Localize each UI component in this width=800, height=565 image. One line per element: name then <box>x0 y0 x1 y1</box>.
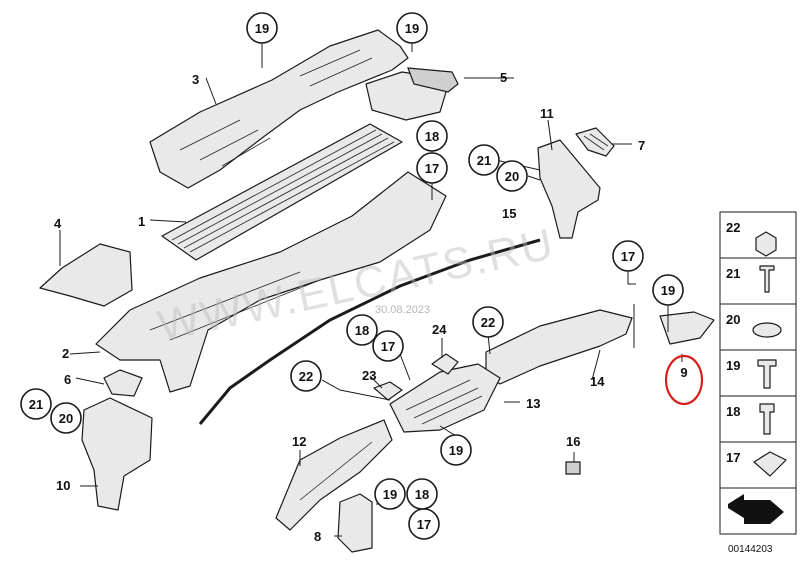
highlight-part-9[interactable]: 9 <box>664 354 704 406</box>
label-8[interactable]: 8 <box>314 529 321 544</box>
callout-17-bottom[interactable]: 17 <box>408 508 440 540</box>
svg-text:22: 22 <box>299 369 313 384</box>
label-10[interactable]: 10 <box>56 478 70 493</box>
legend-item-20[interactable]: 20 <box>726 312 782 338</box>
label-9: 9 <box>680 365 687 380</box>
legend-item-22[interactable]: 22 <box>726 220 777 257</box>
part-24-clip <box>431 353 459 375</box>
label-16[interactable]: 16 <box>566 434 580 449</box>
watermark-date: 30.08.2023 <box>375 304 430 316</box>
label-7[interactable]: 7 <box>638 138 645 153</box>
part-15-seal <box>198 238 541 425</box>
part-13-housing <box>389 363 501 433</box>
callout-17-far-right-a[interactable]: 17 <box>612 240 644 272</box>
label-11[interactable]: 11 <box>540 106 554 121</box>
callout-19-top-left[interactable]: 19 <box>246 12 278 44</box>
label-1[interactable]: 1 <box>138 214 145 229</box>
svg-text:20: 20 <box>59 411 73 426</box>
svg-text:20: 20 <box>505 169 519 184</box>
callout-21-left[interactable]: 21 <box>20 388 52 420</box>
label-4[interactable]: 4 <box>54 216 62 231</box>
label-14[interactable]: 14 <box>590 374 605 389</box>
label-6[interactable]: 6 <box>64 372 71 387</box>
callout-22-left[interactable]: 22 <box>290 360 322 392</box>
label-5[interactable]: 5 <box>500 70 507 85</box>
callout-18-center[interactable]: 18 <box>416 120 448 152</box>
svg-text:19: 19 <box>661 283 675 298</box>
svg-text:18: 18 <box>425 129 439 144</box>
label-23[interactable]: 23 <box>362 368 376 383</box>
part-12-panel <box>275 419 393 531</box>
svg-text:17: 17 <box>425 161 439 176</box>
part-16-clip <box>565 461 581 475</box>
label-13[interactable]: 13 <box>526 396 540 411</box>
push-pin-icon <box>759 265 775 293</box>
callout-19-bottom-middle[interactable]: 19 <box>440 434 472 466</box>
svg-text:18: 18 <box>726 404 740 419</box>
svg-text:19: 19 <box>383 487 397 502</box>
callout-18-bottom[interactable]: 18 <box>406 478 438 510</box>
svg-text:17: 17 <box>417 517 431 532</box>
part-4-bracket <box>39 243 133 307</box>
clip-nut-icon <box>753 451 787 477</box>
svg-text:21: 21 <box>29 397 43 412</box>
svg-text:17: 17 <box>726 450 740 465</box>
label-3[interactable]: 3 <box>192 72 199 87</box>
part-14-panel <box>485 309 633 385</box>
callout-22-middle[interactable]: 22 <box>472 306 504 338</box>
label-2[interactable]: 2 <box>62 346 69 361</box>
callout-17-middle[interactable]: 17 <box>372 330 404 362</box>
washer-icon <box>752 322 782 338</box>
hex-nut-icon <box>755 231 777 257</box>
svg-text:17: 17 <box>381 339 395 354</box>
legend-item-arrow[interactable] <box>728 494 784 524</box>
part-5-box <box>365 67 459 121</box>
part-1-filter <box>161 123 403 261</box>
arrow-icon <box>728 494 784 524</box>
bolt-icon <box>759 403 775 435</box>
part-3-upper-cover <box>149 29 409 189</box>
callout-21-right[interactable]: 21 <box>468 144 500 176</box>
callout-18-middle[interactable]: 18 <box>346 314 378 346</box>
diagram-code: 00144203 <box>728 544 773 555</box>
part-10-duct <box>81 397 153 511</box>
part-8-duct <box>337 493 373 553</box>
svg-text:21: 21 <box>477 153 491 168</box>
svg-text:20: 20 <box>726 312 740 327</box>
svg-text:19: 19 <box>405 21 419 36</box>
callout-20-right[interactable]: 20 <box>496 160 528 192</box>
legend-item-19[interactable]: 19 <box>726 358 777 389</box>
part-7-grille <box>575 127 615 157</box>
callout-20-left[interactable]: 20 <box>50 402 82 434</box>
part-6-clip <box>103 369 143 397</box>
part-11-duct <box>537 139 601 239</box>
callout-17-center[interactable]: 17 <box>416 152 448 184</box>
svg-text:18: 18 <box>415 487 429 502</box>
callout-19-bottom[interactable]: 19 <box>374 478 406 510</box>
part-9-bracket <box>659 311 715 345</box>
svg-text:19: 19 <box>255 21 269 36</box>
svg-text:19: 19 <box>449 443 463 458</box>
label-12[interactable]: 12 <box>292 434 306 449</box>
screw-icon <box>757 359 777 389</box>
svg-text:21: 21 <box>726 266 740 281</box>
legend-item-17[interactable]: 17 <box>726 450 787 477</box>
hardware-legend: 22 21 20 19 18 17 00144203 <box>719 211 797 555</box>
svg-text:22: 22 <box>481 315 495 330</box>
label-24[interactable]: 24 <box>432 322 447 337</box>
label-15[interactable]: 15 <box>502 206 516 221</box>
legend-item-18[interactable]: 18 <box>726 403 775 435</box>
svg-text:19: 19 <box>726 358 740 373</box>
callout-19-top-right[interactable]: 19 <box>396 12 428 44</box>
callout-19-far-right[interactable]: 19 <box>652 274 684 306</box>
svg-text:18: 18 <box>355 323 369 338</box>
legend-item-21[interactable]: 21 <box>726 265 775 293</box>
svg-text:22: 22 <box>726 220 740 235</box>
svg-text:17: 17 <box>621 249 635 264</box>
part-2-tray <box>95 171 447 393</box>
